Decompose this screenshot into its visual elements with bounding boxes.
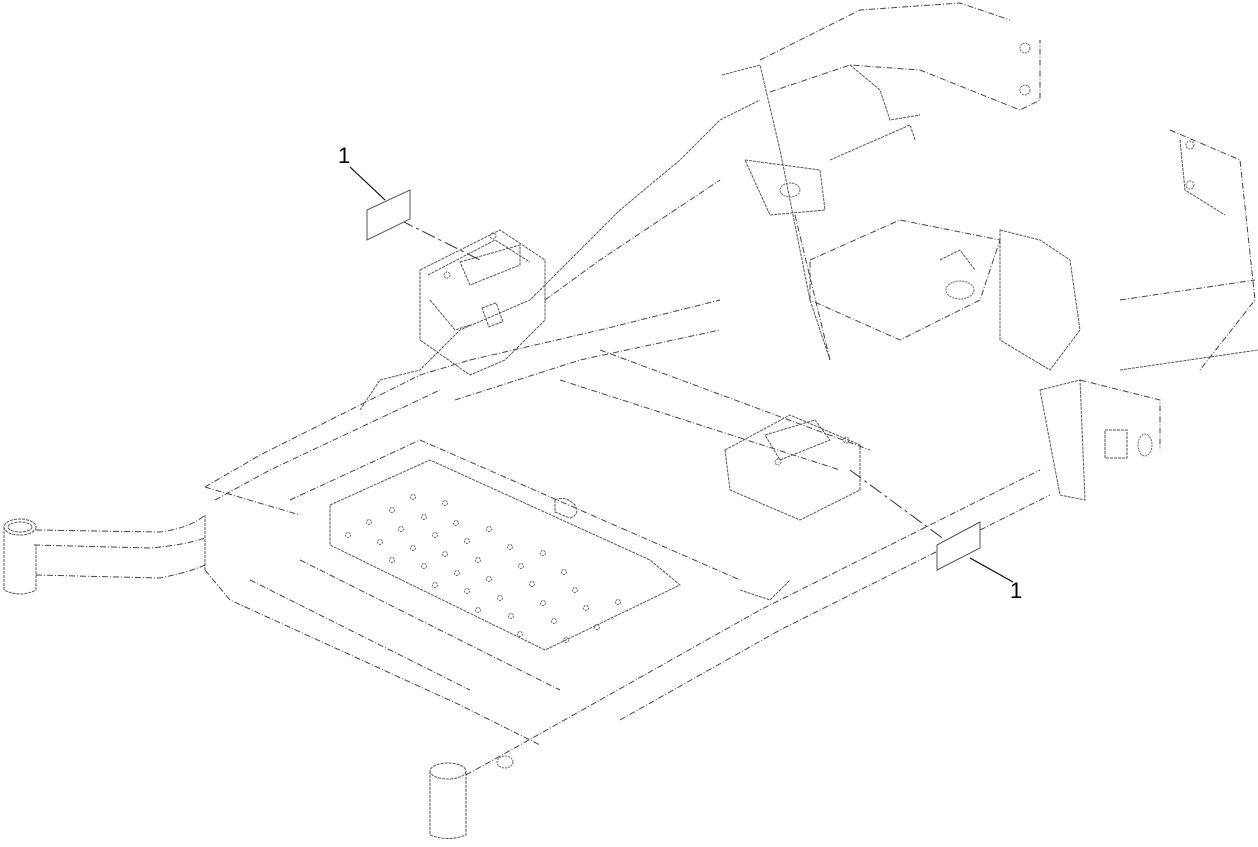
callout-label-left: 1 xyxy=(338,143,351,168)
left-control-tower xyxy=(419,229,546,376)
front-axle-arm xyxy=(33,486,301,579)
callout-label-right: 1 xyxy=(1010,578,1023,603)
right-console-box xyxy=(724,414,861,521)
leader-line-left xyxy=(349,166,386,201)
rear-upright xyxy=(721,64,831,361)
left-side-plate xyxy=(359,99,761,411)
right-control-tower xyxy=(999,229,1161,501)
left-side-rail xyxy=(204,359,541,746)
engine-deck-plate xyxy=(809,219,1001,341)
left-caster-tube xyxy=(3,518,37,595)
right-side-rail xyxy=(599,469,1051,721)
rear-caster-tube xyxy=(429,699,601,839)
placement-line-right xyxy=(849,469,946,541)
center-cross-members xyxy=(454,299,871,471)
floor-pan-holes xyxy=(345,494,621,643)
decal-left xyxy=(366,189,411,241)
seat-mount-bracket xyxy=(759,2,1041,161)
floor-pan xyxy=(289,439,741,691)
decal-right xyxy=(936,521,981,571)
placement-line-left xyxy=(399,219,481,261)
leader-line-right xyxy=(969,557,1014,583)
right-rear-bracket xyxy=(1119,129,1258,371)
